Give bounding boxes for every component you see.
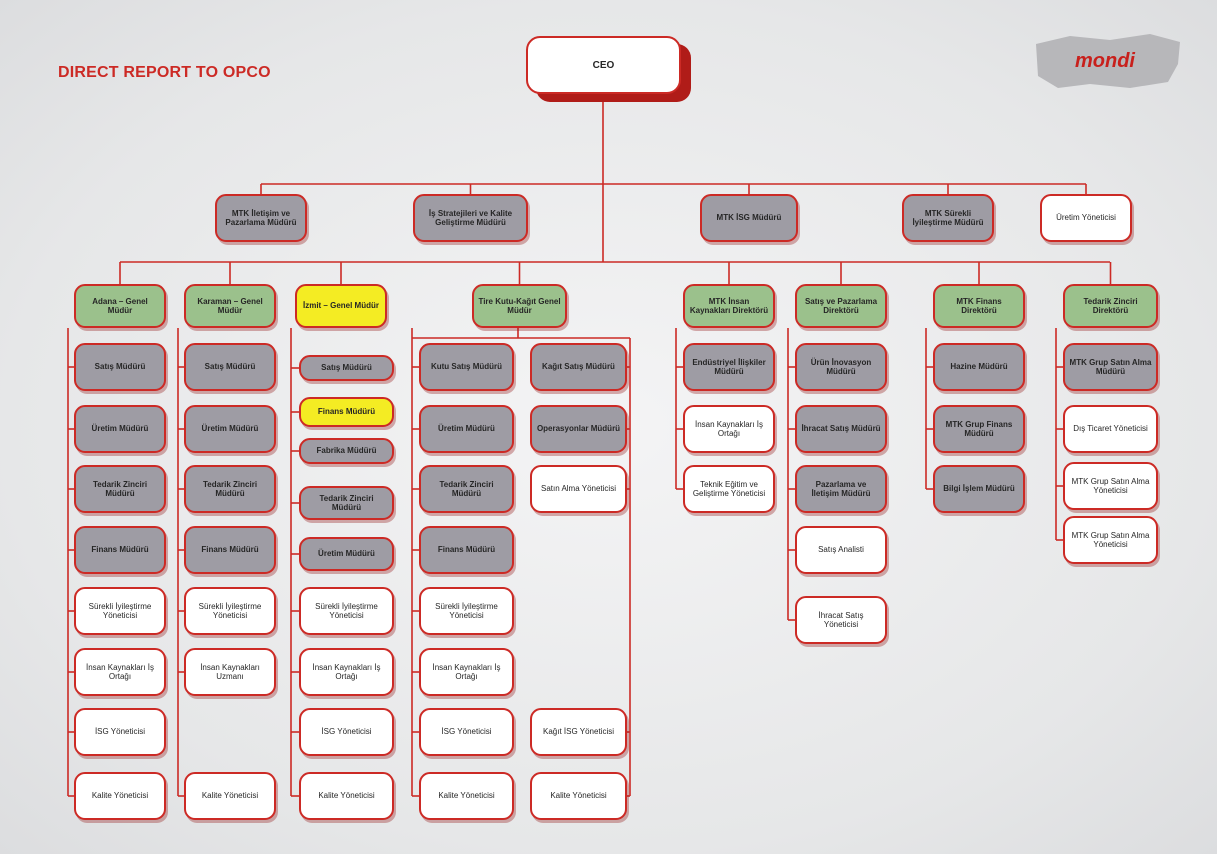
child-box: İnsan Kaynakları İş Ortağı bbox=[299, 648, 394, 696]
child-box: İSG Yöneticisi bbox=[299, 708, 394, 756]
column-head-box: Satış ve Pazarlama Direktörü bbox=[795, 284, 887, 328]
child-box: Kağıt İSG Yöneticisi bbox=[530, 708, 627, 756]
child-box: Kalite Yöneticisi bbox=[74, 772, 166, 820]
child-box: Hazine Müdürü bbox=[933, 343, 1025, 391]
child-box: Tedarik Zinciri Müdürü bbox=[74, 465, 166, 513]
child-box: İnsan Kaynakları Uzmanı bbox=[184, 648, 276, 696]
row1-box: İş Stratejileri ve Kalite Geliştirme Müd… bbox=[413, 194, 528, 242]
child-box: İnsan Kaynakları İş Ortağı bbox=[419, 648, 514, 696]
child-box: Satış Müdürü bbox=[74, 343, 166, 391]
child-box: Üretim Müdürü bbox=[74, 405, 166, 453]
child-box: İnsan Kaynakları İş Ortağı bbox=[74, 648, 166, 696]
child-box: İhracat Satış Müdürü bbox=[795, 405, 887, 453]
page-title: DIRECT REPORT TO OPCO bbox=[58, 64, 271, 81]
child-box: MTK Grup Satın Alma Müdürü bbox=[1063, 343, 1158, 391]
child-box: Finans Müdürü bbox=[184, 526, 276, 574]
child-box: MTK Grup Satın Alma Yöneticisi bbox=[1063, 516, 1158, 564]
child-box: Sürekli İyileştirme Yöneticisi bbox=[184, 587, 276, 635]
child-box: Endüstriyel İlişkiler Müdürü bbox=[683, 343, 775, 391]
turkey-map-shape bbox=[1036, 34, 1180, 88]
column-head-box: MTK İnsan Kaynakları Direktörü bbox=[683, 284, 775, 328]
child-box: Sürekli İyileştirme Yöneticisi bbox=[419, 587, 514, 635]
child-box: Tedarik Zinciri Müdürü bbox=[299, 486, 394, 520]
child-box: Satış Müdürü bbox=[299, 355, 394, 381]
child-box: Pazarlama ve İletişim Müdürü bbox=[795, 465, 887, 513]
ceo-box: CEO bbox=[526, 36, 681, 94]
child-box: Satış Müdürü bbox=[184, 343, 276, 391]
child-box: Teknik Eğitim ve Geliştirme Yöneticisi bbox=[683, 465, 775, 513]
child-box: Tedarik Zinciri Müdürü bbox=[419, 465, 514, 513]
child-box: Üretim Müdürü bbox=[184, 405, 276, 453]
child-box: Kalite Yöneticisi bbox=[299, 772, 394, 820]
child-box: Ürün İnovasyon Müdürü bbox=[795, 343, 887, 391]
child-box: Satış Analisti bbox=[795, 526, 887, 574]
child-box: MTK Grup Satın Alma Yöneticisi bbox=[1063, 462, 1158, 510]
child-box: Dış Ticaret Yöneticisi bbox=[1063, 405, 1158, 453]
column-head-box: MTK Finans Direktörü bbox=[933, 284, 1025, 328]
child-box: Üretim Müdürü bbox=[419, 405, 514, 453]
child-box: Kalite Yöneticisi bbox=[530, 772, 627, 820]
child-box: Finans Müdürü bbox=[419, 526, 514, 574]
row1-box: MTK İletişim ve Pazarlama Müdürü bbox=[215, 194, 307, 242]
column-head-box: Tire Kutu-Kağıt Genel Müdür bbox=[472, 284, 567, 328]
child-box: İhracat Satış Yöneticisi bbox=[795, 596, 887, 644]
child-box: Kalite Yöneticisi bbox=[184, 772, 276, 820]
child-box: İSG Yöneticisi bbox=[419, 708, 514, 756]
child-box: Satın Alma Yöneticisi bbox=[530, 465, 627, 513]
mondi-logo bbox=[1036, 34, 1180, 88]
row1-box: MTK İSG Müdürü bbox=[700, 194, 798, 242]
child-box: Sürekli İyileştirme Yöneticisi bbox=[74, 587, 166, 635]
column-head-box: İzmit – Genel Müdür bbox=[295, 284, 387, 328]
column-head-box: Adana – Genel Müdür bbox=[74, 284, 166, 328]
child-box: Fabrika Müdürü bbox=[299, 438, 394, 464]
child-box: Tedarik Zinciri Müdürü bbox=[184, 465, 276, 513]
child-box: Finans Müdürü bbox=[74, 526, 166, 574]
child-box: Bilgi İşlem Müdürü bbox=[933, 465, 1025, 513]
child-box: Kutu Satış Müdürü bbox=[419, 343, 514, 391]
child-box: Üretim Müdürü bbox=[299, 537, 394, 571]
column-head-box: Tedarik Zinciri Direktörü bbox=[1063, 284, 1158, 328]
child-box: Sürekli İyileştirme Yöneticisi bbox=[299, 587, 394, 635]
column-head-box: Karaman – Genel Müdür bbox=[184, 284, 276, 328]
child-box: MTK Grup Finans Müdürü bbox=[933, 405, 1025, 453]
child-box: Operasyonlar Müdürü bbox=[530, 405, 627, 453]
child-box: Finans Müdürü bbox=[299, 397, 394, 427]
child-box: İnsan Kaynakları İş Ortağı bbox=[683, 405, 775, 453]
row1-box: MTK Sürekli İyileştirme Müdürü bbox=[902, 194, 994, 242]
row1-box: Üretim Yöneticisi bbox=[1040, 194, 1132, 242]
logo-text: mondi bbox=[1075, 50, 1135, 72]
child-box: İSG Yöneticisi bbox=[74, 708, 166, 756]
child-box: Kağıt Satış Müdürü bbox=[530, 343, 627, 391]
child-box: Kalite Yöneticisi bbox=[419, 772, 514, 820]
